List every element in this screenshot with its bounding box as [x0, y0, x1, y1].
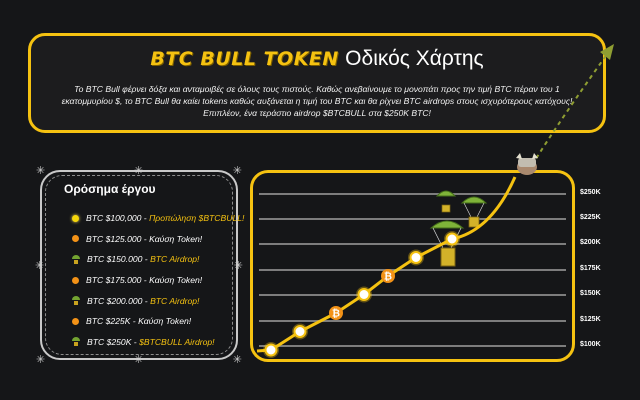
milestone-item: BTC $125.000 - Καύση Token! — [72, 229, 244, 250]
milestone-item: BTC $250K - $BTCBULL Airdrop! — [72, 332, 244, 353]
milestone-item: BTC $225K - Καύση Token! — [72, 311, 244, 332]
grid-line — [259, 294, 566, 296]
milestone-price: BTC $150.000 - — [87, 254, 151, 265]
grid-line — [259, 193, 566, 195]
y-tick-label: $225K — [580, 214, 601, 221]
milestones-panel: ✳ ✳ ✳ ✳ ✳ ✳ ✳ ✳ Ορόσημα έργου BTC $100,0… — [35, 165, 244, 365]
roadmap-title: Οδικός Χάρτης — [345, 47, 484, 70]
milestone-price: BTC $125.000 - — [86, 233, 150, 244]
grid-line — [259, 243, 566, 245]
yellow-dot-icon — [72, 214, 79, 222]
price-roadmap-chart: ₿₿ — [250, 170, 575, 362]
grid-line — [259, 345, 566, 347]
milestone-event: $BTCBULL Airdrop! — [139, 336, 215, 347]
milestone-event: Προπώληση $BTCBULL! — [149, 213, 245, 224]
milestone-event: Καύση Token! — [149, 275, 203, 286]
milestones-list: BTC $100,000 - Προπώληση $BTCBULL! BTC $… — [72, 208, 244, 352]
barbed-wire-icon: ✳ — [233, 259, 243, 272]
milestone-item: BTC $150.000 - BTC Airdrop! — [72, 249, 244, 270]
orange-dot-icon — [72, 317, 79, 325]
milestone-event: Καύση Token! — [149, 233, 203, 244]
milestone-item: BTC $100,000 - Προπώληση $BTCBULL! — [72, 208, 244, 229]
roadmap-header-card: BTC BULL TOKEN Οδικός Χάρτης Το BTC Bull… — [28, 33, 606, 133]
bull-mascot-icon — [516, 153, 538, 175]
milestone-price: BTC $175.000 - — [86, 275, 150, 286]
orange-dot-icon — [72, 276, 79, 284]
parachute-crate-icon — [460, 196, 488, 228]
y-tick-label: $175K — [580, 265, 601, 272]
grid-line — [259, 218, 566, 220]
y-tick-label: $150K — [580, 290, 601, 297]
parachute-icon — [72, 254, 80, 264]
barbed-wire-icon: ✳ — [35, 259, 45, 272]
btc-coin-marker: ₿ — [329, 306, 343, 320]
roadmap-path-svg: ₿₿ — [256, 176, 517, 358]
barbed-wire-icon: ✳ — [232, 353, 242, 366]
milestone-price: BTC $100,000 - — [86, 213, 150, 224]
svg-text:₿: ₿ — [332, 308, 340, 320]
page-title: BTC BULL TOKEN Οδικός Χάρτης — [31, 46, 603, 71]
milestone-event: Καύση Token! — [138, 316, 192, 327]
parachute-crate-icon — [429, 220, 465, 267]
y-tick-label: $250K — [580, 189, 601, 196]
barbed-wire-icon: ✳ — [36, 164, 46, 177]
upward-trend-arrow — [531, 44, 614, 166]
milestone-price: BTC $225K - — [86, 316, 139, 327]
parachute-icon — [72, 337, 80, 347]
parachute-crate-icon — [435, 190, 457, 213]
barbed-wire-icon: ✳ — [232, 164, 242, 177]
barbed-wire-icon: ✳ — [134, 164, 144, 177]
parachute-icon — [72, 296, 80, 306]
milestone-point — [408, 249, 424, 266]
milestone-point — [292, 323, 308, 340]
milestone-event: BTC Airdrop! — [150, 295, 200, 306]
milestone-price: BTC $250K - — [87, 336, 140, 347]
grid-line — [259, 269, 566, 271]
brand-title: BTC BULL TOKEN — [150, 48, 339, 70]
y-tick-label: $100K — [580, 341, 601, 348]
btc-coin-marker: ₿ — [381, 269, 395, 283]
milestone-point — [444, 231, 460, 247]
milestone-item: BTC $200.000 - BTC Airdrop! — [72, 290, 244, 311]
milestones-title: Ορόσημα έργου — [64, 182, 156, 196]
arrow-head-icon — [600, 44, 614, 60]
milestone-item: BTC $175.000 - Καύση Token! — [72, 270, 244, 291]
y-tick-label: $200K — [580, 239, 601, 246]
barbed-wire-icon: ✳ — [36, 353, 46, 366]
milestone-point — [356, 286, 372, 303]
milestone-point — [263, 342, 279, 358]
orange-dot-icon — [72, 235, 79, 243]
grid-line — [259, 320, 566, 322]
svg-text:₿: ₿ — [384, 271, 392, 283]
y-tick-label: $125K — [580, 316, 601, 323]
milestone-price: BTC $200.000 - — [87, 295, 151, 306]
roadmap-description: Το BTC Bull φέρνει δόξα και ανταμοιβές σ… — [61, 84, 573, 118]
barbed-wire-icon: ✳ — [134, 353, 144, 366]
milestone-event: BTC Airdrop! — [150, 254, 200, 265]
